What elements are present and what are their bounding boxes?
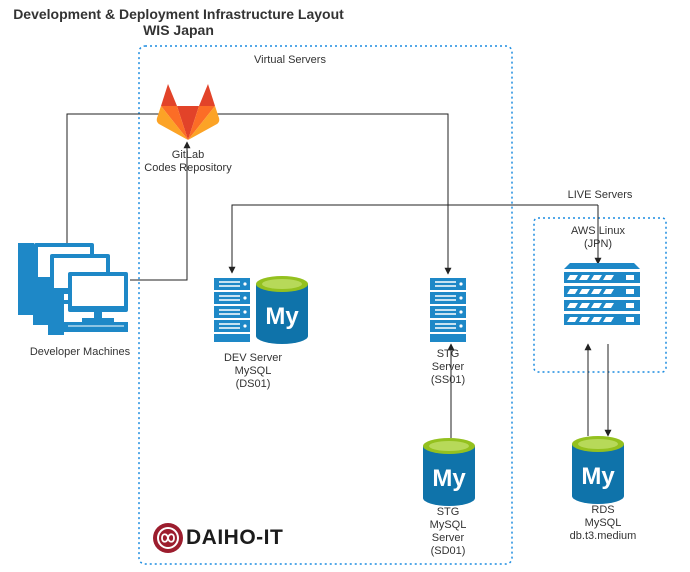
aws-linux-server-icon bbox=[564, 263, 640, 325]
rds-mysql-icon bbox=[572, 436, 624, 504]
developer-machines-label: Developer Machines bbox=[29, 346, 131, 358]
gitlab-icon bbox=[156, 84, 220, 140]
diagram-title: Development & Deployment Infrastructure … bbox=[13, 6, 344, 22]
stg-mysql-label: STG MySQL Server (SD01) bbox=[429, 506, 467, 557]
rds-label: RDS MySQL db.t3.medium bbox=[569, 504, 637, 542]
daiho-logo-icon bbox=[153, 523, 183, 553]
connector-gitlab-to-developers bbox=[63, 113, 160, 253]
connector-developers-to-gitlab bbox=[130, 141, 191, 281]
dev-server-rack-icon bbox=[213, 277, 251, 343]
dev-mysql-icon bbox=[256, 276, 308, 344]
live-servers-label: LIVE Servers bbox=[567, 189, 633, 201]
aws-linux-label: AWS Linux (JPN) bbox=[570, 225, 625, 250]
virtual-servers-label: Virtual Servers bbox=[254, 54, 326, 66]
dev-server-label: DEV Server MySQL (DS01) bbox=[223, 352, 283, 390]
live-servers-group bbox=[533, 217, 667, 373]
developer-workstations-icon bbox=[18, 243, 128, 335]
stg-server-label: STG Server (SS01) bbox=[430, 348, 466, 386]
connector-aws-to-dev bbox=[228, 204, 598, 274]
daiho-logo-text: DAIHO-IT bbox=[186, 526, 284, 549]
stg-mysql-icon bbox=[423, 438, 475, 506]
gitlab-label: GitLab Codes Repository bbox=[144, 149, 232, 174]
diagram-subtitle: WIS Japan bbox=[143, 22, 214, 38]
stg-server-rack-icon bbox=[429, 277, 467, 343]
virtual-servers-group bbox=[138, 45, 513, 565]
connector-gitlab-to-stg bbox=[216, 113, 452, 275]
